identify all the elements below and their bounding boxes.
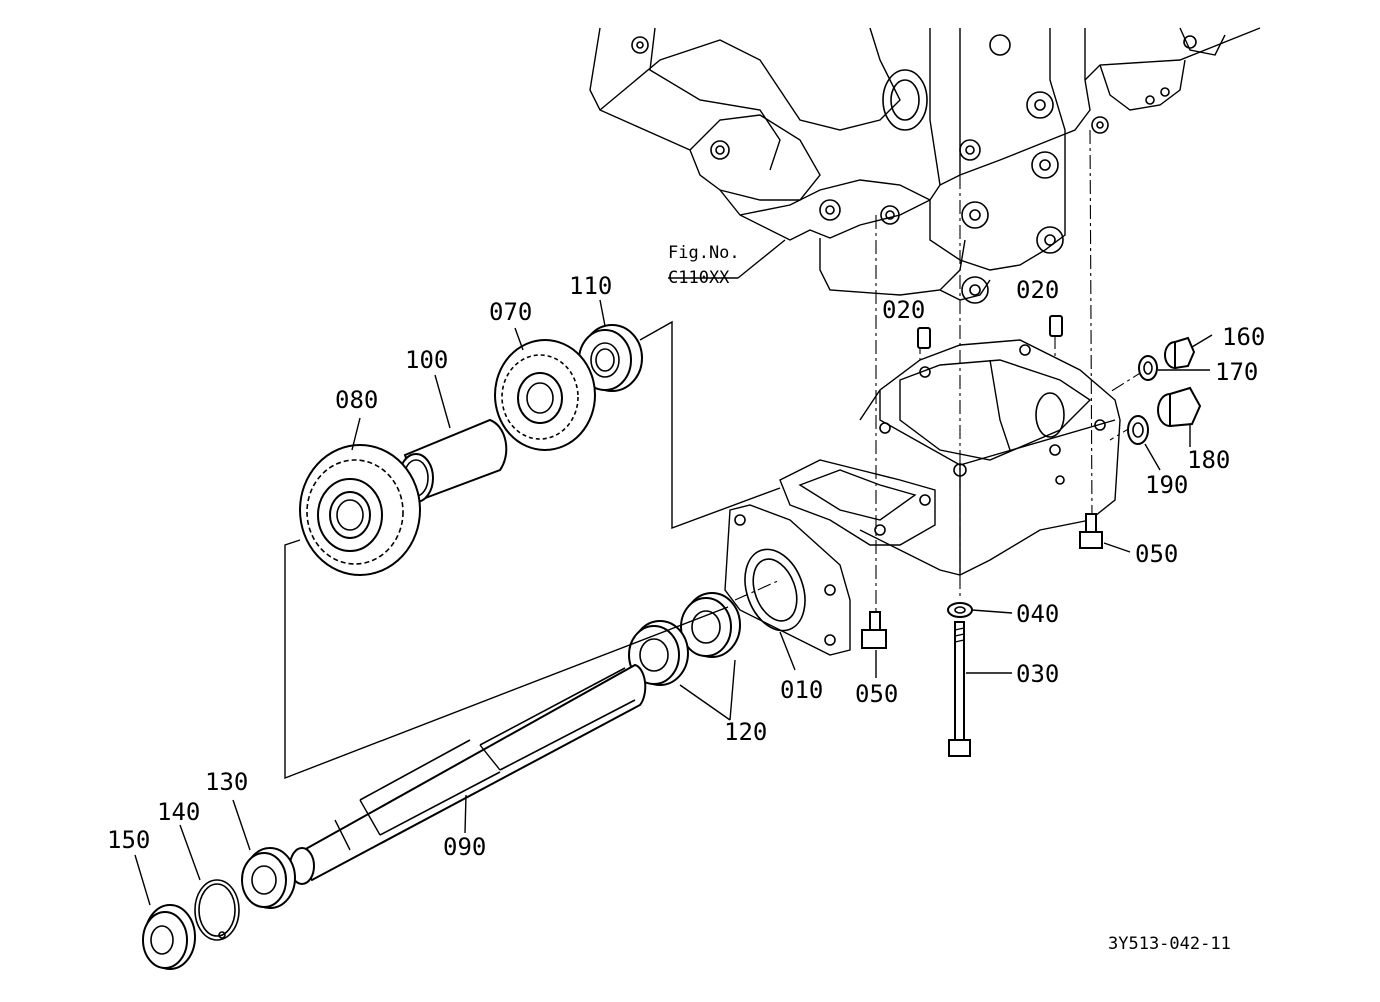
shaft-090	[289, 663, 647, 885]
part-label-050b: 050	[1135, 540, 1178, 568]
part-label-130: 130	[205, 768, 248, 796]
assembly-center-lines	[734, 129, 1146, 620]
part-label-160: 160	[1222, 323, 1265, 351]
plug-160	[1164, 336, 1196, 370]
part-label-020a: 020	[882, 296, 925, 324]
oil-seal-150	[142, 904, 196, 970]
plug-180	[1157, 386, 1202, 428]
fig-ref-line1: Fig.No.	[668, 243, 740, 263]
part-label-110: 110	[569, 272, 612, 300]
part-labels: 010 020 020 030 040 050 050 070 080 090 …	[107, 272, 1265, 861]
dowel-pin-020a	[917, 327, 931, 349]
part-label-030: 030	[1016, 660, 1059, 688]
gear-080	[299, 444, 421, 576]
bearing-120a	[680, 592, 741, 658]
part-label-040: 040	[1016, 600, 1059, 628]
dowel-pin-020b	[1049, 315, 1063, 337]
part-label-100: 100	[405, 346, 448, 374]
part-label-190: 190	[1145, 471, 1188, 499]
bolt-050b	[1079, 513, 1103, 549]
leader-lines	[134, 239, 1213, 906]
part-label-120: 120	[724, 718, 767, 746]
transmission-housing	[589, 27, 1261, 304]
part-label-070: 070	[489, 298, 532, 326]
part-label-150: 150	[107, 826, 150, 854]
part-label-180: 180	[1187, 446, 1230, 474]
gear-070	[494, 339, 596, 451]
part-label-140: 140	[157, 798, 200, 826]
fig-ref-line2: C110XX	[668, 268, 730, 288]
part-label-020b: 020	[1016, 276, 1059, 304]
bolt-050a	[861, 611, 887, 649]
part-label-050a: 050	[855, 680, 898, 708]
drawing-number: 3Y513-042-11	[1108, 934, 1231, 954]
gasket-170	[1138, 355, 1158, 381]
gear-case-010	[724, 339, 1121, 656]
part-label-010: 010	[780, 676, 823, 704]
washer-040	[947, 602, 973, 618]
part-label-080: 080	[335, 386, 378, 414]
bearing-130	[241, 847, 296, 909]
figure-reference: Fig.No. C110XX	[668, 243, 740, 288]
bolt-030	[948, 621, 971, 757]
snap-ring-140	[194, 879, 240, 941]
gasket-190	[1127, 415, 1149, 445]
part-label-170: 170	[1215, 358, 1258, 386]
part-label-090: 090	[443, 833, 486, 861]
